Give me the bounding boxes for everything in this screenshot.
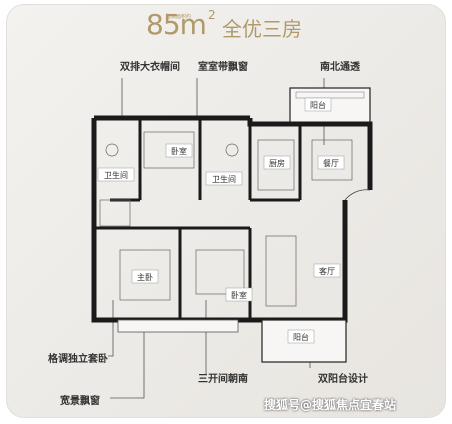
callout-ventilation: 南北通透 [320,62,360,73]
title-small-note: 建筑面积约 [166,14,192,20]
interior-walls [94,118,302,320]
room-bathroom-right: 卫生间 [212,174,236,184]
room-bathroom-left: 卫生间 [104,170,128,180]
bed-bottom [195,249,245,295]
furniture [99,131,353,307]
room-kitchen: 厨房 [269,158,285,168]
room-balcony-top: 阳台 [310,100,326,110]
callout-master-suite: 格调独立套卧 [48,354,108,365]
callout-bay-bedroom: 室室带飘窗 [198,62,248,73]
watermark: 搜狐号@搜狐焦点宜春站 [264,398,397,412]
toilet-right [225,143,239,157]
room-bedroom-bottom: 卧室 [231,290,247,300]
floorplan-card: 85m 建筑面积约 2 全优三房 [6,4,446,418]
title-superscript: 2 [208,8,216,22]
leader-line-bay-window [110,330,145,399]
entry-door-swing [344,189,371,201]
title-text: 全优三房 [222,17,302,41]
callout-bay-window: 宽景飘窗 [60,396,100,407]
kitchen-counter [257,139,295,191]
bed-top [143,131,195,169]
callout-double-balcony: 双阳台设计 [318,374,368,385]
room-living: 客厅 [319,266,335,276]
room-dining: 餐厅 [323,159,339,168]
room-balcony-bottom: 阳台 [293,332,309,342]
callout-south-rooms: 三开间朝南 [198,374,248,385]
bed-master [119,249,171,301]
sofa [265,235,297,307]
room-bedroom-top: 卧室 [171,146,187,156]
room-labels: 阳台 卫生间 卧室 卫生间 厨房 餐厅 主卧 卧室 客厅 阳台 [97,97,345,344]
wardrobe [99,199,131,227]
leader-line-master-suite [108,300,114,357]
toilet-left [105,143,119,157]
bay-window-bottom [117,319,239,333]
dining-table [311,139,353,181]
callout-wardrobe: 双排大衣帽间 [120,62,180,73]
room-master: 主卧 [137,272,153,282]
title: 85m 建筑面积约 2 全优三房 [6,4,446,48]
title-area: 85m [146,8,207,41]
